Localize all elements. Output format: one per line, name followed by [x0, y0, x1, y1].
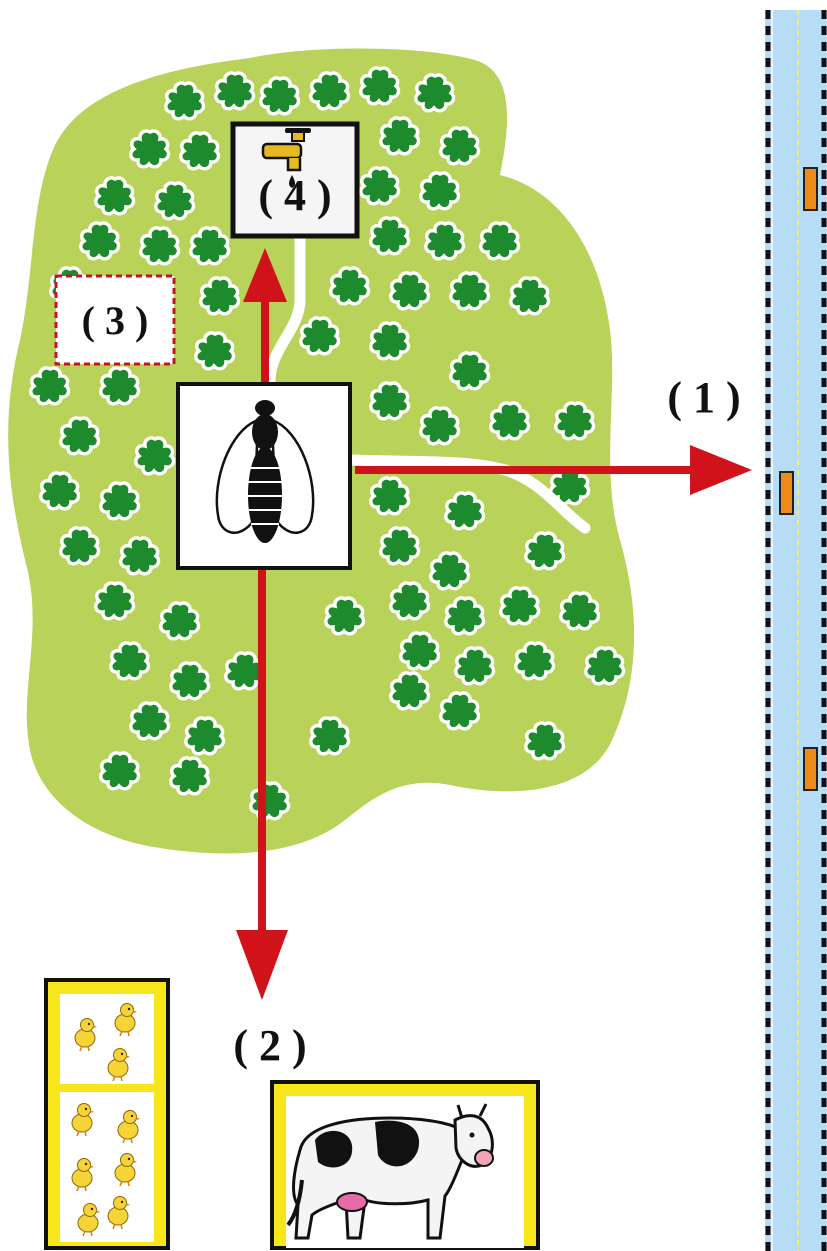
arrow-group [236, 248, 752, 1000]
car-icon [779, 471, 794, 515]
chicks-icon [71, 1003, 140, 1237]
cow-icon [286, 1103, 494, 1240]
label-gap: ( 3 ) [82, 298, 149, 343]
chick [74, 1018, 97, 1052]
trail-north [264, 226, 306, 391]
gap-area [54, 274, 176, 366]
label-road: ( 1 ) [667, 373, 740, 422]
road [765, 10, 827, 1251]
chick [114, 1003, 137, 1037]
car-icon [803, 747, 818, 791]
chick [107, 1048, 130, 1082]
insect-box [176, 382, 352, 570]
label-farm: ( 2 ) [233, 1021, 306, 1070]
insect-icon [215, 400, 315, 543]
chick [71, 1158, 94, 1192]
chick [77, 1203, 100, 1237]
chick [71, 1103, 94, 1137]
chick [117, 1110, 140, 1144]
chick [107, 1196, 130, 1230]
chicks-box [44, 978, 170, 1250]
chick [114, 1153, 137, 1187]
water-source [230, 121, 360, 239]
car-icon [803, 167, 818, 211]
faucet-icon [261, 128, 311, 188]
label-water: ( 4 ) [258, 171, 331, 220]
cow-box [270, 1080, 540, 1250]
